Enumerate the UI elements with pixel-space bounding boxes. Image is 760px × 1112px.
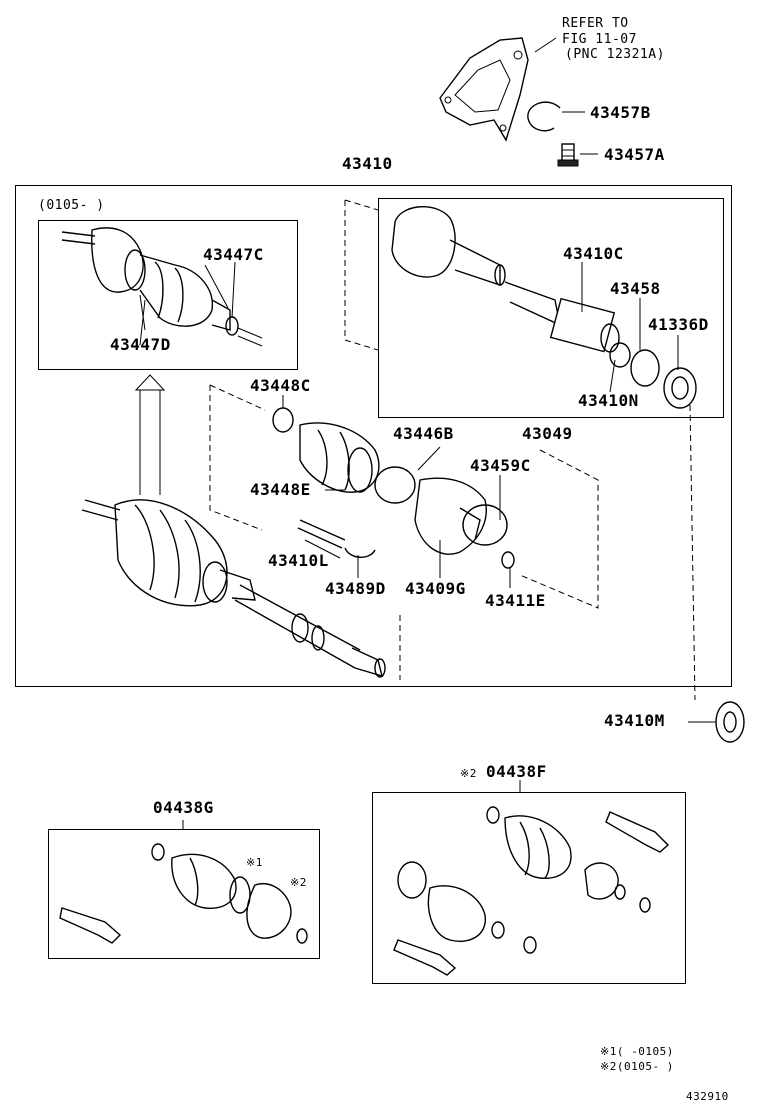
- drive-shaft-icon: [81, 499, 386, 678]
- label-43489D: 43489D: [325, 579, 386, 598]
- inset-box-0105: [38, 220, 298, 370]
- snap-ring-icon: [527, 101, 561, 132]
- clip-icon: [344, 547, 376, 558]
- label-43049: 43049: [522, 424, 573, 443]
- label-43446B: 43446B: [393, 424, 454, 443]
- legend-note-2: ※2(0105- ): [600, 1060, 674, 1073]
- label-43410L: 43410L: [268, 551, 329, 570]
- legend-note-1: ※1( -0105): [600, 1045, 674, 1058]
- label-43411E: 43411E: [485, 591, 546, 610]
- figure-id: 432910: [686, 1090, 729, 1103]
- main-assembly-box: [15, 185, 732, 687]
- refer-note-line1: REFER TO: [562, 16, 629, 31]
- label-43448C: 43448C: [250, 376, 311, 395]
- label-43410N: 43410N: [578, 391, 639, 410]
- kit-04438G-parts-icon: [59, 820, 308, 944]
- label-43410C: 43410C: [563, 244, 624, 263]
- leader-lines: [139, 261, 679, 588]
- inboard-joint-box: [378, 198, 724, 418]
- mark-04438F: ※2: [460, 767, 477, 780]
- pin-icon: [297, 519, 346, 549]
- label-04438F: 04438F: [486, 762, 547, 781]
- date-range-label: (0105- ): [38, 198, 105, 213]
- refer-note-line2: FIG 11-07: [562, 32, 637, 47]
- label-43410: 43410: [342, 154, 393, 173]
- refer-note-line3: (PNC 12321A): [565, 47, 665, 62]
- boot-assembly-icon: [209, 384, 599, 680]
- inboard-housing-icon: [344, 199, 697, 409]
- oil-seal-icon: [688, 404, 745, 743]
- label-43457B: 43457B: [590, 103, 651, 122]
- kit-04438F-box: [372, 792, 686, 984]
- label-04438G: 04438G: [153, 798, 214, 817]
- label-43447D: 43447D: [110, 335, 171, 354]
- kit-04438F-parts-icon: [393, 780, 670, 976]
- label-43409G: 43409G: [405, 579, 466, 598]
- label-43457A: 43457A: [604, 145, 665, 164]
- bolt-icon: [557, 143, 598, 167]
- transaxle-case-icon: [439, 37, 557, 142]
- label-43448E: 43448E: [250, 480, 311, 499]
- arrow-up-icon: [134, 374, 166, 495]
- kit-04438G-box: [48, 829, 320, 959]
- label-41336D: 41336D: [648, 315, 709, 334]
- inset-cv-joint-icon: [61, 227, 263, 347]
- label-43447C: 43447C: [203, 245, 264, 264]
- label-43410M: 43410M: [604, 711, 665, 730]
- mark-1: ※1: [246, 856, 263, 869]
- label-43459C: 43459C: [470, 456, 531, 475]
- label-43458: 43458: [610, 279, 661, 298]
- mark-2: ※2: [290, 876, 307, 889]
